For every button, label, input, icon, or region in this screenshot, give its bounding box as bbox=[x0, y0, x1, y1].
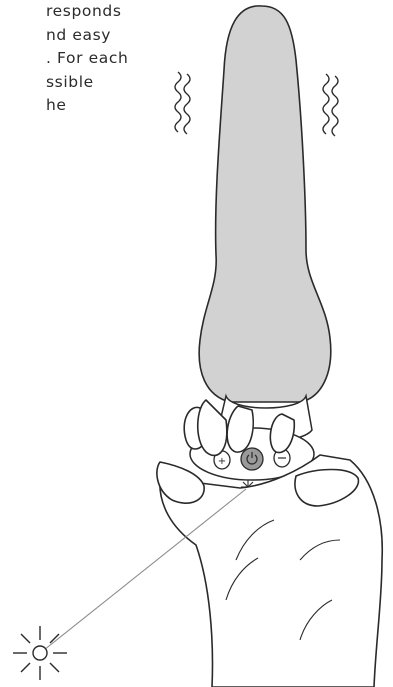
device-body bbox=[199, 6, 331, 402]
light-burst-icon bbox=[13, 626, 67, 680]
vibration-waves-icon bbox=[323, 74, 338, 136]
power-icon[interactable] bbox=[241, 448, 263, 470]
vibration-waves-icon bbox=[175, 72, 190, 134]
svg-text:+: + bbox=[218, 456, 226, 467]
